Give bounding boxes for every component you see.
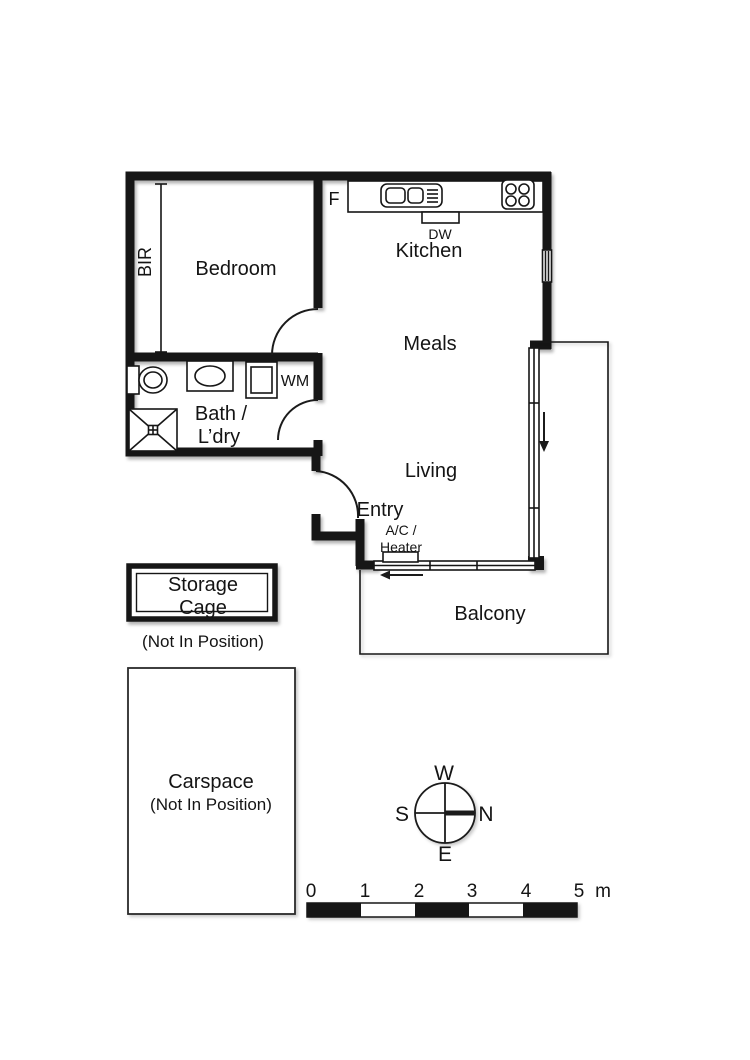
wall-top-left-outline [125,171,551,471]
washing-machine-inner [250,366,273,394]
compass-south-label: S [395,803,409,826]
cooktop-burner-4 [518,195,530,207]
bath-label-line2: L’dry [198,426,240,448]
meals-label: Meals [403,333,456,355]
storage-note: (Not In Position) [142,632,264,651]
carspace-box [127,667,296,915]
scale-tick-0: 0 [306,881,317,902]
ac-label-line2: Heater [380,539,422,555]
storage-label-line1: Storage [168,574,238,596]
door-arcs [271,308,360,519]
sink-bowl-right [407,187,424,204]
dishwasher-icon [421,211,460,224]
scale-unit-label: m [595,881,611,902]
wall-entry-step [311,514,361,541]
kitchen-wall-window [541,249,553,283]
toilet-bowl-inner [143,371,163,389]
room-labels: Bedroom Kitchen Meals Living Entry Balco… [195,240,526,625]
compass: W S N E [395,762,494,866]
toilet-icon [138,366,168,394]
kitchen-fittings [347,179,544,224]
storage-cage-box [126,563,278,622]
kitchen-label: Kitchen [396,240,463,262]
scale-tick-5: 5 [574,881,585,902]
bedroom-door-arc [271,308,319,356]
ac-heater-unit [382,551,419,563]
washing-machine-label: WM [281,373,309,390]
bath-label-line1: Bath / [195,403,248,425]
scale-bar-labels: 0 1 2 3 4 5 m [306,881,611,902]
storage-cage-outer [126,563,278,622]
entry-label: Entry [357,499,404,521]
storage-cage-inner [135,572,269,613]
sink-drainer-lines [427,189,438,203]
bath-door-arc [277,399,319,441]
scale-segment-4-5 [523,903,577,917]
compass-east-label: E [438,843,452,866]
slide-arrows [380,412,549,580]
scale-bar [306,902,578,918]
scale-tick-1: 1 [360,881,371,902]
dishwasher-label: DW [428,226,452,242]
compass-north-label: N [478,803,493,826]
sink-icon [380,183,443,208]
balcony-outline [359,341,609,655]
living-label: Living [405,460,457,482]
windows [373,249,553,571]
scale-segment-2-3 [415,903,469,917]
annotation-labels: Storage Cage (Not In Position) Carspace … [142,574,272,814]
scale-tick-3: 3 [467,881,478,902]
storage-label-line2: Cage [179,597,227,619]
cooktop-icon [501,179,535,210]
sink-bowl-left [385,187,406,204]
bath-fittings [126,360,278,452]
toilet-cistern [126,365,140,395]
arrow-down-icon [539,441,549,452]
vanity-basin [194,365,226,387]
carspace-label: Carspace [168,771,254,793]
scale-tick-4: 4 [521,881,532,902]
scale-segment-0-1 [307,903,361,917]
bir-label: BIR [135,247,155,277]
cooktop-burner-1 [505,183,517,195]
built-in-robe-line [155,183,167,353]
cooktop-burner-2 [518,183,530,195]
scale-tick-2: 2 [414,881,425,902]
compass-west-label: W [434,762,454,785]
ac-label-line1: A/C / [385,522,416,538]
fixture-labels: F DW WM BIR A/C / Heater [135,189,452,555]
bedroom-label: Bedroom [195,258,276,280]
apartment-walls [125,171,552,570]
cooktop-burner-3 [505,195,517,207]
fridge-label: F [329,189,340,209]
arrow-left-icon [380,570,390,580]
carspace-note: (Not In Position) [150,795,272,814]
balcony-label: Balcony [454,603,525,625]
entry-door-arc [315,470,360,519]
